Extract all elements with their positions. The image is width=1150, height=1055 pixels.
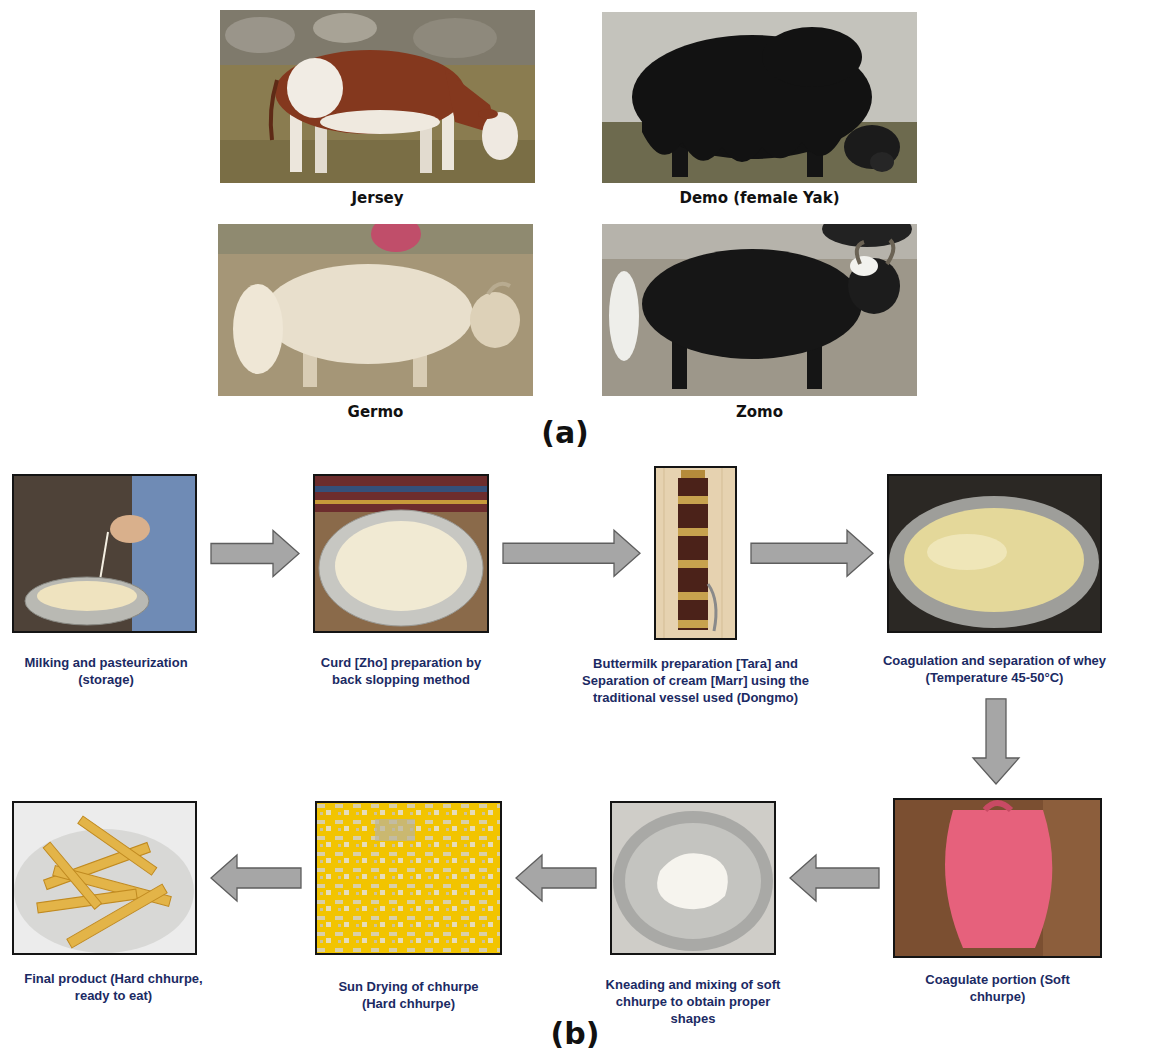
caption-block: Final product (Hard chhurpe, ready to ea… <box>6 971 221 1005</box>
block-arrow <box>516 855 596 901</box>
final-product-photo <box>12 801 197 955</box>
animal-label: Zomo <box>610 403 910 421</box>
process-photo-box: Kneading and mixing of soft chhurpe to o… <box>610 801 776 955</box>
animal-label: Jersey <box>228 189 528 207</box>
animal-label: Demo (female Yak) <box>610 189 910 207</box>
step-caption: Coagulate portion (Soft chhurpe) <box>918 972 1078 1006</box>
caption-block: Milking and pasteurization (storage) <box>6 655 206 689</box>
animal-photo-box: Jersey <box>220 10 535 183</box>
caption-block: Sun Drying of chhurpe (Hard chhurpe) <box>326 979 491 1013</box>
caption-block: Jersey <box>228 189 528 207</box>
step-caption: Curd [Zho] preparation by back slopping … <box>315 655 487 689</box>
caption-block: Buttermilk preparation [Tara] and Separa… <box>566 656 826 707</box>
caption-block: Curd [Zho] preparation by back slopping … <box>315 655 487 689</box>
demo-photo <box>602 12 917 183</box>
block-arrow <box>211 855 301 901</box>
block-arrow <box>973 699 1019 784</box>
block-arrow <box>211 531 299 577</box>
animal-photo-box: Zomo <box>602 224 917 396</box>
step-caption: Milking and pasteurization (storage) <box>6 655 206 689</box>
process-photo-box: Curd [Zho] preparation by back slopping … <box>313 474 489 633</box>
process-photo-box: Buttermilk preparation [Tara] and Separa… <box>654 466 737 640</box>
process-photo-box: Coagulate portion (Soft chhurpe) <box>893 798 1102 958</box>
whey-photo <box>887 474 1102 633</box>
step-caption: Kneading and mixing of soft chhurpe to o… <box>606 977 781 1028</box>
block-arrow <box>751 530 873 576</box>
milking-photo <box>12 474 197 633</box>
process-photo-box: Sun Drying of chhurpe (Hard chhurpe) <box>315 801 502 955</box>
block-arrow <box>503 530 640 576</box>
kneading-photo <box>610 801 776 955</box>
animal-label: Germo <box>226 403 526 421</box>
step-caption: Sun Drying of chhurpe (Hard chhurpe) <box>326 979 491 1013</box>
dongmo-photo <box>654 466 737 640</box>
jersey-photo <box>220 10 535 183</box>
curd-photo <box>313 474 489 633</box>
caption-block: Germo <box>226 403 526 421</box>
animal-photo-box: Germo <box>218 224 533 396</box>
process-photo-box: Coagulation and separation of whey (Temp… <box>887 474 1102 633</box>
germo-photo <box>218 216 533 396</box>
caption-block: Zomo <box>610 403 910 421</box>
animal-photo-box: Demo (female Yak) <box>602 12 917 183</box>
caption-block: Coagulate portion (Soft chhurpe) <box>918 972 1078 1006</box>
process-photo-box: Milking and pasteurization (storage) <box>12 474 197 633</box>
step-caption: Final product (Hard chhurpe, ready to ea… <box>6 971 221 1005</box>
sun-drying-photo <box>315 801 502 955</box>
block-arrow <box>790 855 879 901</box>
process-photo-box: Final product (Hard chhurpe, ready to ea… <box>12 801 197 955</box>
step-caption: Coagulation and separation of whey (Temp… <box>860 653 1130 687</box>
caption-block: Coagulation and separation of whey (Temp… <box>860 653 1130 687</box>
caption-block: Kneading and mixing of soft chhurpe to o… <box>606 977 781 1028</box>
caption-block: Demo (female Yak) <box>610 189 910 207</box>
panel-label: (a) <box>541 415 589 450</box>
panel-label: (b) <box>551 1016 600 1051</box>
step-caption: Buttermilk preparation [Tara] and Separa… <box>566 656 826 707</box>
zomo-photo <box>602 211 917 396</box>
cloth-bag-photo <box>893 798 1102 958</box>
